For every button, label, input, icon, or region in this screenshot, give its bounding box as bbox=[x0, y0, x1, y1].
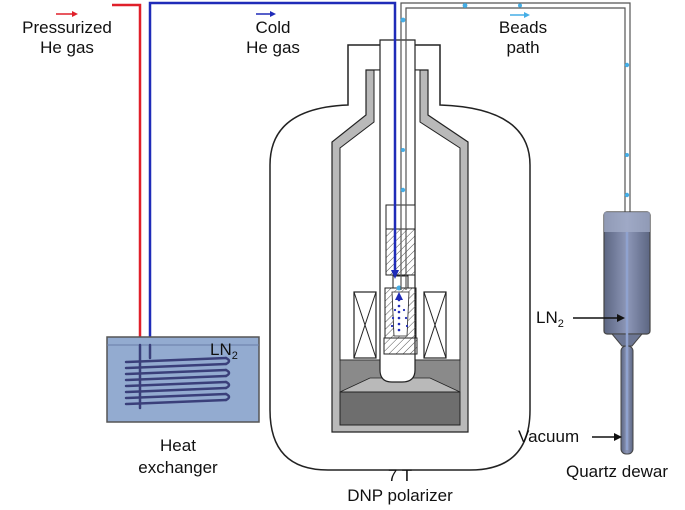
heat-exchanger-bath bbox=[106, 336, 260, 423]
ln2-bath-label: LN2 bbox=[210, 340, 238, 362]
ln2-dewar-sub: 2 bbox=[557, 318, 564, 330]
cold-label-line2: He gas bbox=[246, 38, 300, 57]
cold-he-arrowhead bbox=[391, 270, 399, 279]
magnet-coil-right bbox=[423, 291, 447, 359]
vacuum-pointer bbox=[592, 433, 622, 441]
beads-label-line1: Beads bbox=[498, 18, 548, 37]
pressurized-he-line bbox=[112, 3, 142, 345]
heat-label-line2: exchanger bbox=[138, 458, 218, 477]
bead-up-arrow bbox=[395, 292, 403, 300]
helium-bath-bottom bbox=[339, 391, 461, 426]
heat-exchanger-coil bbox=[124, 343, 231, 410]
pressurized-he-gas-label: Pressurized He gas bbox=[8, 18, 126, 58]
beads-path-outer bbox=[400, 2, 631, 290]
dnp-polarizer-label: 7 T DNP polarizer bbox=[320, 466, 480, 506]
cold-label-line1: Cold bbox=[255, 18, 291, 37]
heat-label-line1: Heat bbox=[160, 436, 196, 455]
pressurized-arrow bbox=[56, 11, 78, 17]
bead-flow-dots bbox=[390, 298, 409, 332]
ln2-dewar-label: LN2 bbox=[536, 308, 564, 330]
ln2-bath-sub: 2 bbox=[231, 350, 238, 362]
bead-in-cup bbox=[396, 285, 402, 291]
ln2-bath-main: LN bbox=[210, 340, 232, 359]
beads-path-label: Beads path bbox=[478, 18, 568, 58]
quartz-dewar-top-cap bbox=[604, 212, 650, 232]
ln2-dewar-main: LN bbox=[536, 308, 558, 327]
quartz-dewar-label: Quartz dewar bbox=[566, 462, 669, 481]
ln2-dewar-pointer bbox=[573, 314, 625, 322]
cold-arrow bbox=[256, 11, 276, 17]
magnet-coil-left bbox=[353, 291, 377, 359]
beads-path-inner bbox=[405, 7, 626, 290]
vacuum-label: Vacuum bbox=[518, 427, 580, 446]
pressurized-label-line2: He gas bbox=[40, 38, 94, 57]
lower-hatched-block bbox=[383, 337, 418, 355]
cold-he-gas-label: Cold He gas bbox=[230, 18, 316, 58]
beads-label-line2: path bbox=[506, 38, 540, 57]
polarizer-label-line2: DNP polarizer bbox=[347, 486, 453, 505]
pressurized-label-line1: Pressurized bbox=[22, 18, 112, 37]
polarizer-label-line1: 7 T bbox=[387, 466, 413, 485]
cold-he-line bbox=[148, 1, 397, 345]
beads-arrow bbox=[510, 12, 530, 18]
sample-cup-cavity bbox=[391, 291, 410, 337]
heat-exchanger-label: Heat exchanger bbox=[118, 436, 238, 478]
